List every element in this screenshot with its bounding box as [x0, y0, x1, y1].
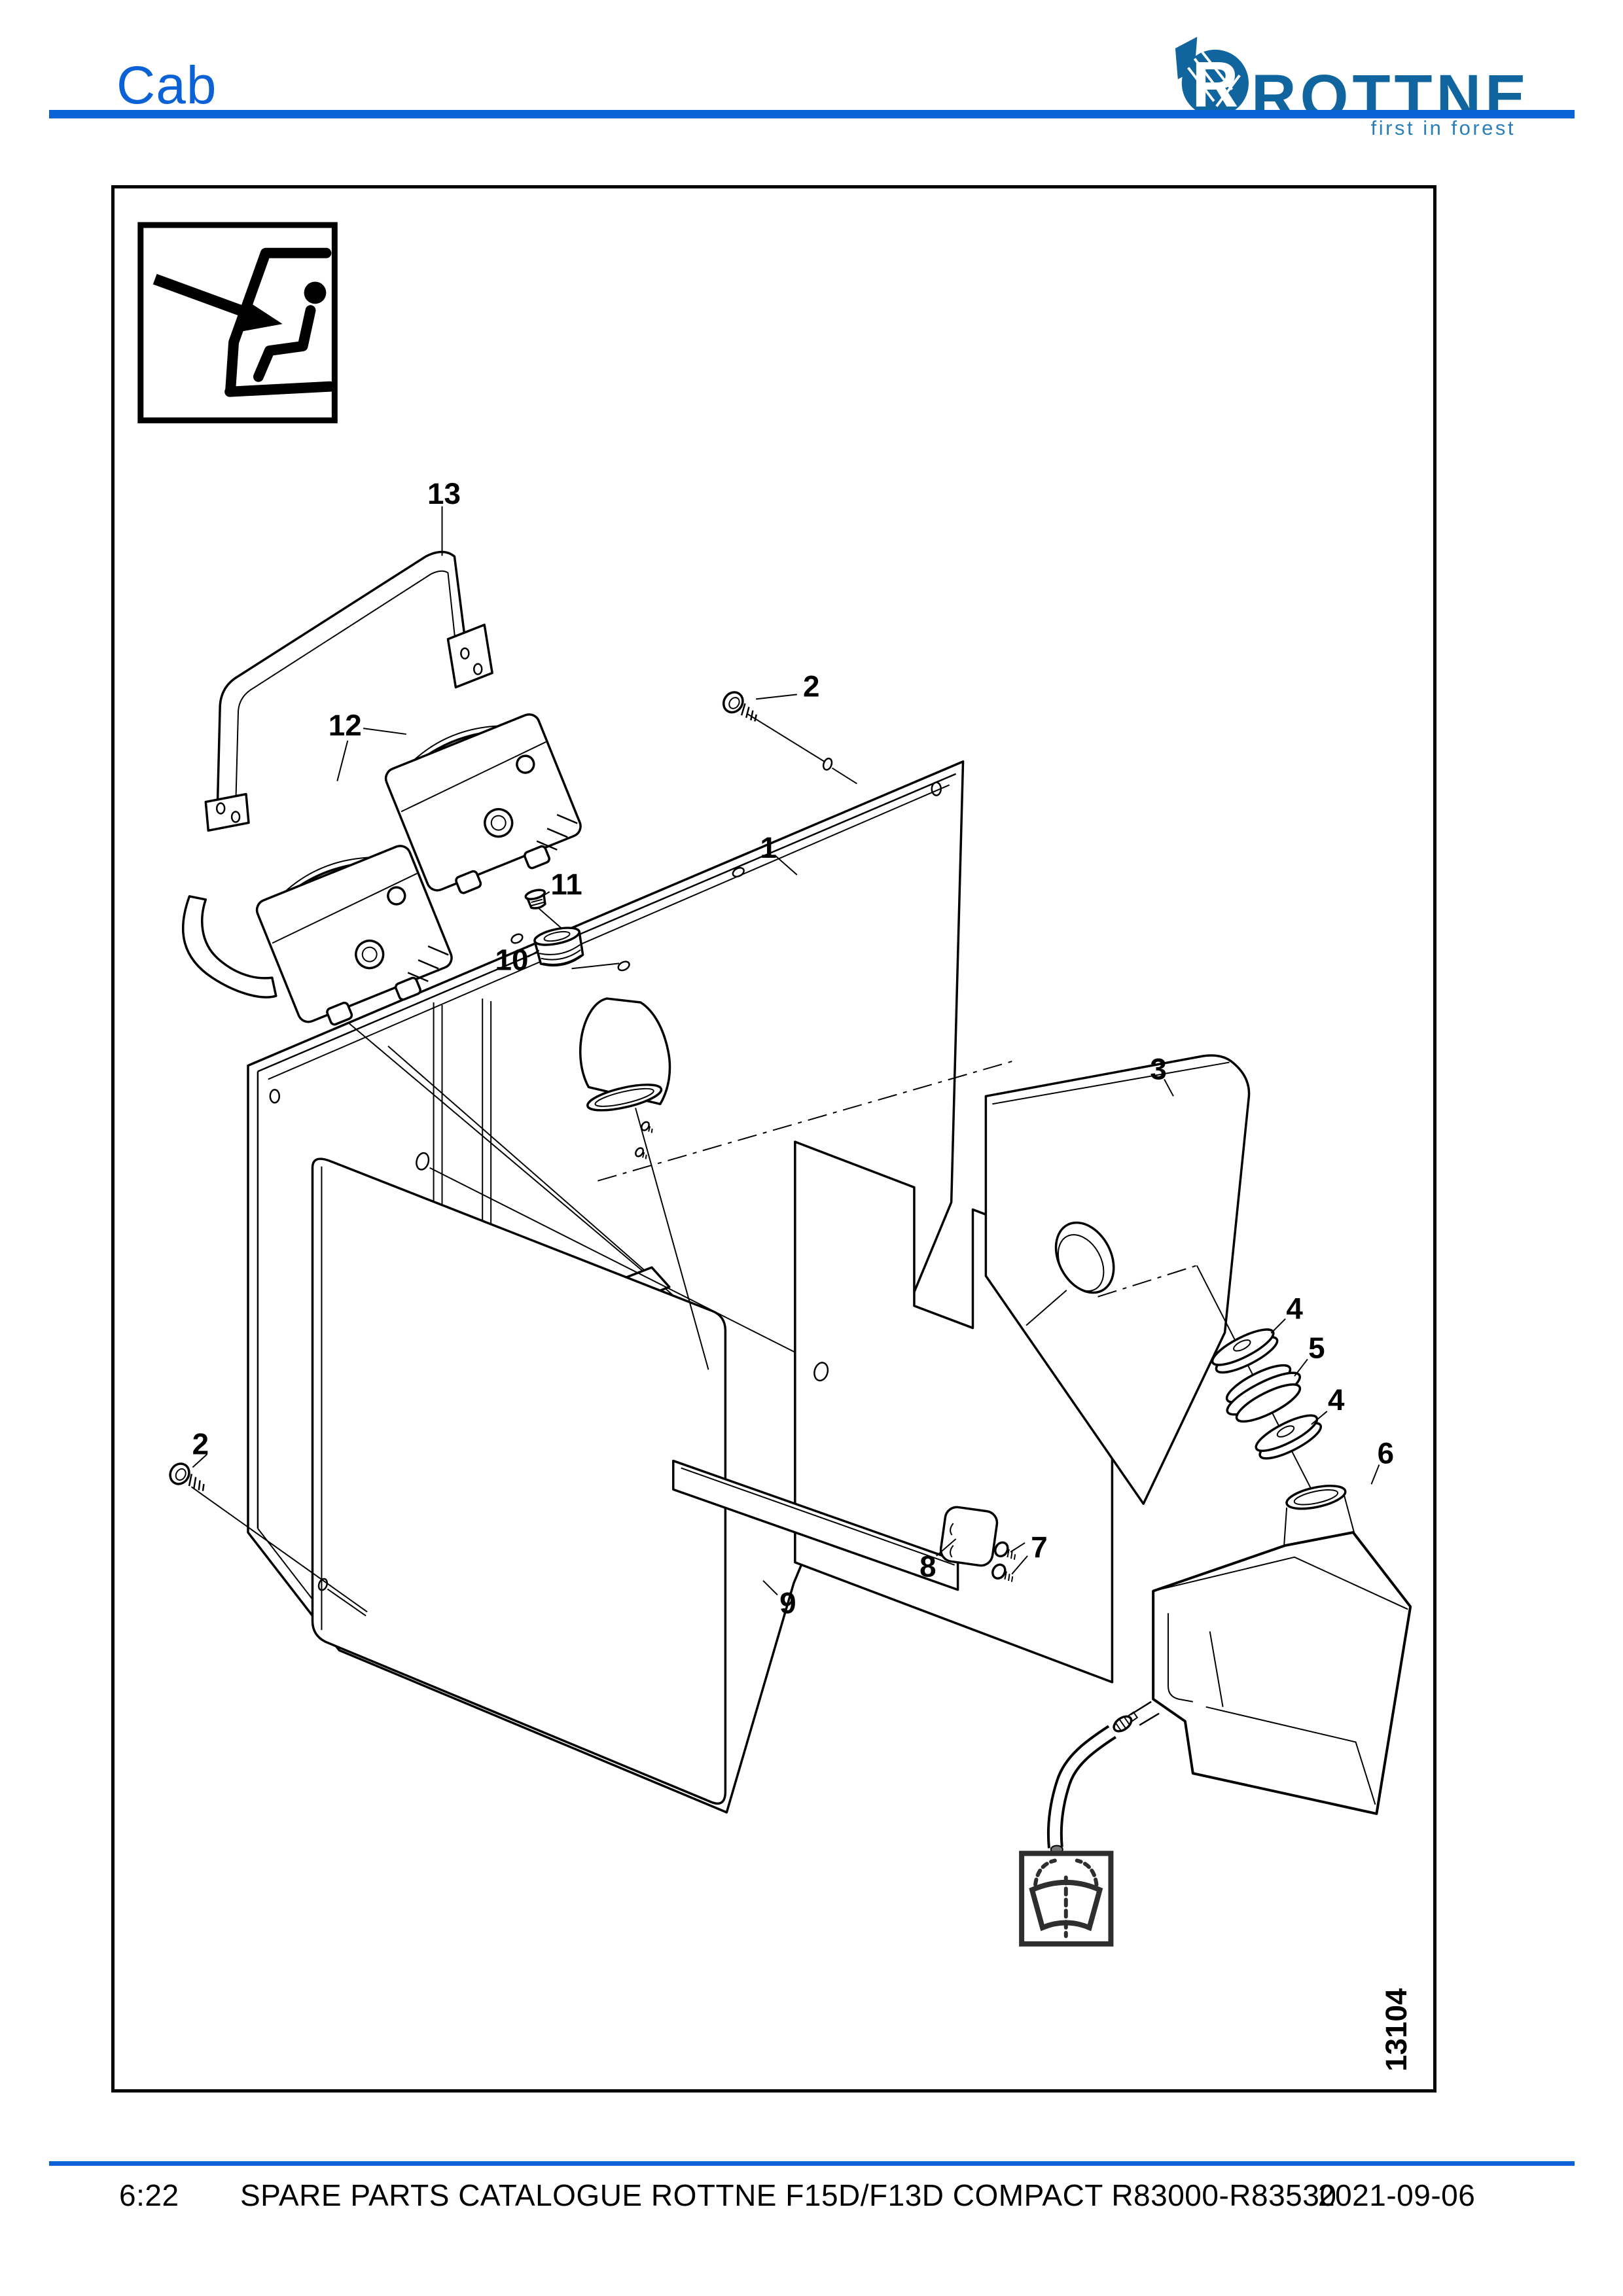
- callout-5: 5: [1308, 1331, 1325, 1364]
- page-title: Cab: [116, 56, 217, 115]
- cab-location-pictogram-icon: [137, 222, 338, 423]
- footer-catalogue-title: SPARE PARTS CATALOGUE ROTTNE F15D/F13D C…: [240, 2178, 1337, 2212]
- footer-rule: [49, 2161, 1575, 2166]
- callout-13: 13: [427, 477, 461, 510]
- rottne-logo-mark-icon: R: [1175, 37, 1249, 120]
- header-rule: [49, 110, 1575, 118]
- callout-1: 1: [760, 831, 776, 864]
- callout-4b: 4: [1328, 1383, 1345, 1417]
- part-screw-7a: [994, 1541, 1016, 1560]
- screw-2-top-leader2: [832, 767, 857, 785]
- screw-2-left-leader: [190, 1486, 368, 1613]
- part-deflector-funnel: [579, 997, 709, 1370]
- part-washer-4b: [1255, 1414, 1323, 1460]
- callout-4a: 4: [1286, 1292, 1303, 1326]
- callout-7: 7: [1031, 1530, 1047, 1564]
- footer-date: 2021-09-06: [1318, 2178, 1476, 2212]
- callout-11: 11: [550, 868, 582, 901]
- part-screw-2-top: [722, 691, 757, 722]
- callout-2-top: 2: [803, 669, 819, 703]
- hose-clamp-icon: [1113, 1711, 1139, 1733]
- part-screw-2-left: [169, 1462, 205, 1491]
- logo-brand: ROTTNE: [1251, 62, 1531, 132]
- svg-text:R: R: [1192, 48, 1238, 120]
- part-cap-11: [524, 889, 546, 910]
- part-screw-7b: [991, 1563, 1014, 1582]
- part-plug-10: [533, 927, 584, 966]
- screw-hole: [317, 1578, 329, 1591]
- callout-12: 12: [329, 709, 362, 742]
- part-panel-9: [311, 1152, 817, 1805]
- callout-3: 3: [1150, 1052, 1166, 1086]
- callout-9: 9: [779, 1586, 796, 1619]
- part-panel-3: [984, 1054, 1251, 1505]
- part-bracket-13: [181, 550, 493, 998]
- part-bracket-8: [939, 1506, 999, 1567]
- callout-6: 6: [1378, 1437, 1394, 1470]
- plug-leader-line: [571, 963, 620, 970]
- part-washer-tank-6: [1046, 1485, 1412, 1854]
- screw-2-top-leader: [747, 713, 825, 762]
- footer-page-number: 6:22: [119, 2178, 179, 2212]
- part-support-rail: [672, 1459, 959, 1591]
- part-bellows-5: [1225, 1364, 1302, 1423]
- callout-8: 8: [919, 1550, 936, 1583]
- figure-box: 13 12 2 1 11 10 3 4 5 4 6 2 7 8 9 13104: [111, 185, 1436, 2093]
- part-washer-4a: [1211, 1328, 1279, 1374]
- logo-tagline: first in forest: [1370, 116, 1516, 139]
- windshield-washer-pictogram-icon: [1019, 1850, 1114, 1947]
- callout-labels: 13 12 2 1 11 10 3 4 5 4 6 2 7 8 9: [192, 477, 1394, 1620]
- rottne-logo: R ROTTNE first in forest: [1171, 33, 1527, 139]
- callout-10: 10: [495, 943, 529, 976]
- callout-2-left: 2: [192, 1428, 209, 1461]
- screw-hole: [822, 757, 833, 771]
- callout-leader-lines: [192, 506, 1380, 1596]
- screw-2-left-leader2: [327, 1588, 366, 1617]
- drawing-number: 13104: [1380, 1988, 1413, 2072]
- exploded-diagram: 13 12 2 1 11 10 3 4 5 4 6 2 7 8 9 13104: [137, 222, 1413, 2072]
